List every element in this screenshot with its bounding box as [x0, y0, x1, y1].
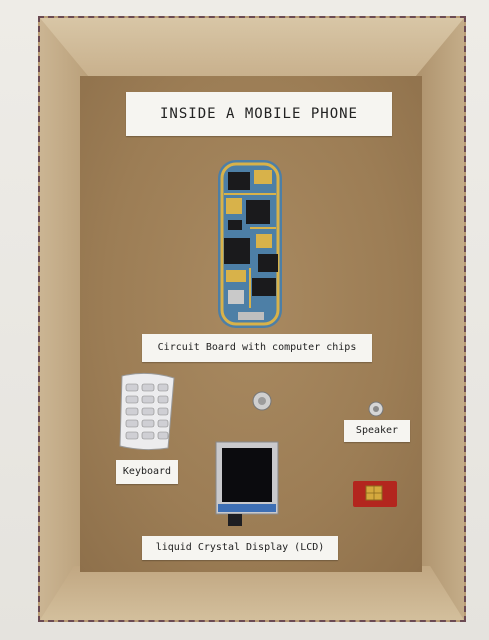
box-bottom-wall	[40, 566, 464, 620]
keyboard-keypad	[119, 372, 175, 451]
title-label: INSIDE A MOBILE PHONE	[126, 92, 392, 136]
keyboard-label: Keyboard	[116, 460, 178, 484]
box-top-wall	[40, 18, 464, 78]
vibration-part	[252, 391, 272, 411]
lcd-label: liquid Crystal Display (LCD)	[142, 536, 338, 560]
circuit-board	[218, 160, 282, 328]
lcd-screen	[215, 441, 279, 526]
circuit-board-label: Circuit Board with computer chips	[142, 334, 372, 362]
speaker-label: Speaker	[344, 420, 410, 442]
speaker-part	[368, 401, 384, 417]
box-right-wall	[414, 18, 464, 620]
sim-card	[353, 481, 397, 507]
